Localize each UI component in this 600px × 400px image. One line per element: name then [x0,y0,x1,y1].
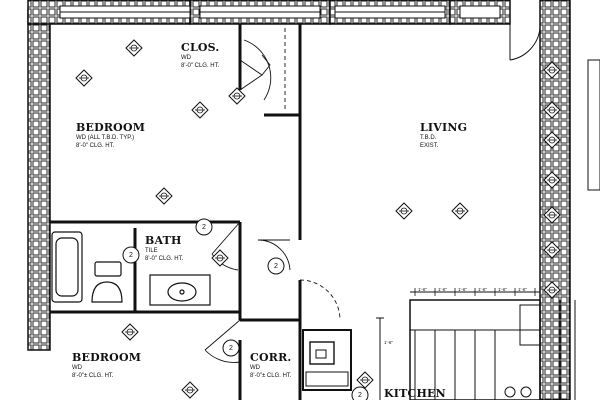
living-label: LIVING T.B.D. EXIST. [420,122,467,149]
kitchen-dimension: 1'-6" [438,287,447,292]
bath-label: BATH TILE 8'-0" CLG. HT. [145,235,183,262]
corr-floor: WD [250,365,260,371]
door-tag-circles [122,218,369,400]
kitchen-dimension: 1'-6" [418,287,427,292]
bath-ceiling: 8'-0" CLG. HT. [145,256,184,262]
bath-name: BATH [145,234,182,247]
door-tag: 2 [274,263,278,270]
bath-floor: TILE [145,248,158,254]
kitchen-dimension-ticks [414,288,536,296]
kitchen-name: KITCHEN [384,387,446,400]
closet-ceiling: 8'-0" CLG. HT. [181,63,220,69]
closet-doors [239,28,286,112]
bath-fixtures [51,231,211,306]
closet-label: CLOS. WD 8'-0" CLG. HT. [181,42,219,69]
bedroom2-name: BEDROOM [72,351,142,364]
closet-floor: WD [181,55,191,61]
corr-ceiling: 8'-0"± CLG. HT. [250,373,292,379]
door-tag: 2 [358,392,362,399]
kitchen-dimension: 1'-6" [384,340,393,345]
door-tag: 2 [202,224,206,231]
entry-door [509,24,541,61]
bedroom2-ceiling: 8'-0"± CLG. HT. [72,373,114,379]
living-name: LIVING [420,121,468,134]
bedroom1-name: BEDROOM [76,121,146,134]
closet-name: CLOS. [181,41,220,54]
kitchen-dimension: 1'-6" [478,287,487,292]
bedroom1-label: BEDROOM WD (ALL T.B.D. TYP.) 8'-0" CLG. … [76,122,145,149]
bedroom2-label: BEDROOM WD 8'-0"± CLG. HT. [72,352,141,379]
windows [59,5,600,191]
kitchen-dimension: 1'-6" [498,287,507,292]
bedroom1-floor: WD (ALL T.B.D. TYP.) [76,135,135,141]
living-ceiling: EXIST. [420,143,439,149]
bedroom1-ceiling: 8'-0" CLG. HT. [76,143,115,149]
kitchen-dimension: 1'-6" [518,287,527,292]
kitchen-cabinets [376,291,576,400]
corr-name: CORR. [250,351,292,364]
kitchen-label: KITCHEN [384,388,446,399]
corr-label: CORR. WD 8'-0"± CLG. HT. [250,352,292,379]
door-tag: 2 [129,252,133,259]
bedroom2-floor: WD [72,365,82,371]
swing-doors [204,221,341,363]
living-floor: T.B.D. [420,135,437,141]
corridor-cabinet [302,329,352,391]
kitchen-dimension: 1'-6" [458,287,467,292]
door-tag: 2 [229,345,233,352]
